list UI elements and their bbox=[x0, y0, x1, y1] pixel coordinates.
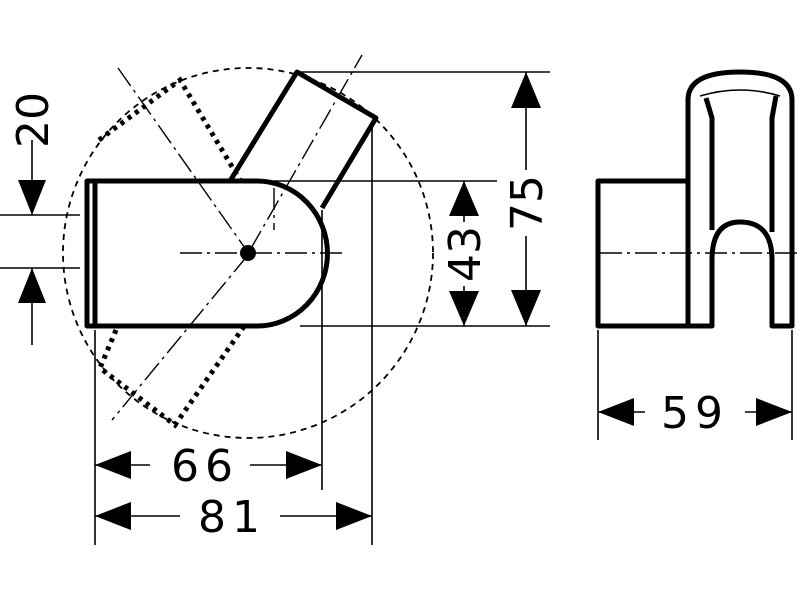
arrow-66-right bbox=[286, 451, 322, 479]
front-view bbox=[62, 54, 434, 439]
dimension-43: 43 bbox=[440, 181, 491, 326]
arrow-43-bottom bbox=[449, 291, 479, 326]
arrow-81-right bbox=[336, 502, 372, 530]
rotated-position-outline bbox=[96, 76, 248, 429]
dimension-59: 59 bbox=[598, 388, 792, 439]
dim-label-81: 81 bbox=[198, 492, 266, 543]
arrow-66-left bbox=[95, 451, 131, 479]
main-body bbox=[84, 178, 98, 329]
rotated-centerline-upper bbox=[117, 67, 253, 259]
tube-centerline bbox=[249, 54, 363, 251]
dim-label-66: 66 bbox=[171, 441, 239, 492]
tilted-tube bbox=[227, 69, 379, 210]
side-view bbox=[595, 69, 800, 329]
arrow-81-left bbox=[95, 502, 131, 530]
dim-label-75: 75 bbox=[502, 175, 553, 231]
dimension-81: 81 bbox=[95, 492, 372, 543]
side-tube-inner-left bbox=[703, 97, 715, 230]
arrow-59-left bbox=[598, 398, 634, 426]
arrow-43-top bbox=[449, 181, 479, 216]
dim-label-20: 20 bbox=[8, 92, 59, 148]
arrow-59-right bbox=[756, 398, 792, 426]
arrow-75-top bbox=[511, 72, 541, 108]
extension-lines bbox=[0, 71, 793, 545]
dim-label-43: 43 bbox=[440, 226, 491, 282]
side-tube-inner-right bbox=[769, 95, 779, 232]
arrow-20-top bbox=[18, 180, 46, 215]
rotation-circle bbox=[62, 67, 434, 439]
dimension-66: 66 bbox=[95, 440, 322, 492]
side-tube-outer bbox=[685, 69, 795, 329]
arrow-20-bottom bbox=[18, 268, 46, 303]
arrow-75-bottom bbox=[511, 290, 541, 326]
dimension-75: 75 bbox=[502, 72, 553, 326]
rotated-centerline-lower bbox=[111, 254, 249, 421]
side-tube-rim bbox=[699, 89, 781, 97]
dim-label-59: 59 bbox=[661, 388, 729, 439]
dimension-20: 20 bbox=[8, 92, 59, 345]
